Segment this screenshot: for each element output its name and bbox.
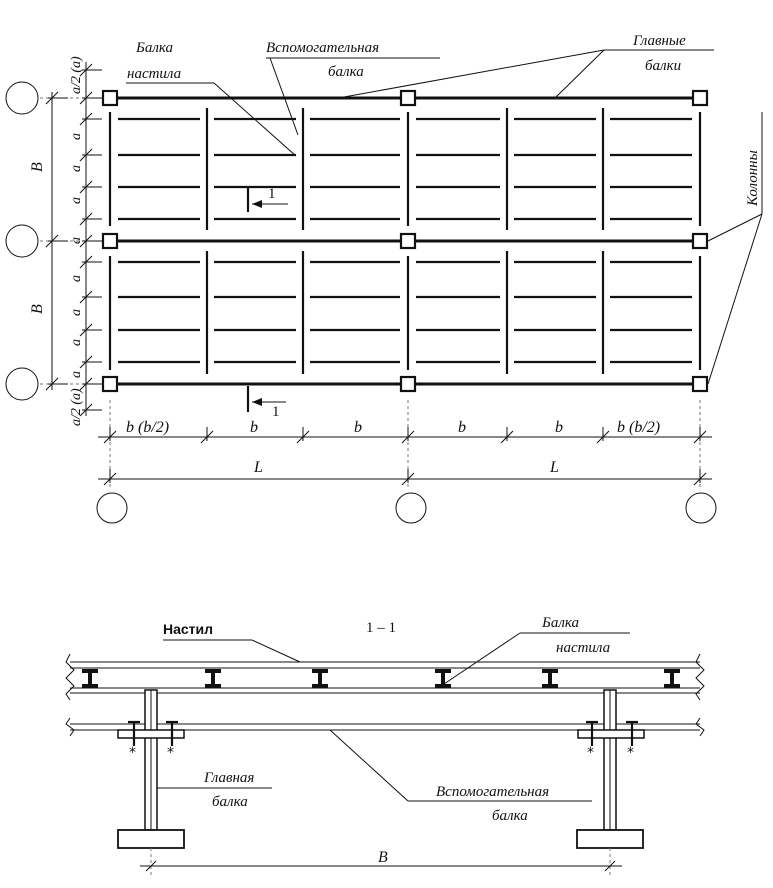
axis-bubbles-left [5, 81, 39, 401]
ibeam-web [211, 673, 215, 685]
vdim-bottom-5: a/2 (a) [69, 388, 84, 426]
bolts-left: * * [128, 720, 178, 761]
ibeam-top-flange [542, 669, 558, 673]
span-label-1: L [253, 459, 263, 476]
ibeam-bottom-flange [82, 684, 98, 688]
svg-text:*: * [167, 745, 174, 761]
callout-section-deck-beam: Балка настила [443, 615, 630, 685]
ibeam-web [88, 673, 92, 685]
svg-text:*: * [627, 745, 634, 761]
deck-beams-bottom-line [70, 687, 700, 694]
callout-aux-beam: Вспомогательная балка [266, 40, 440, 136]
aux-beam-label-2: балка [328, 64, 364, 80]
dimension-chain-B: B B [29, 91, 68, 391]
section-main-beam-label-2: балка [212, 794, 248, 810]
vdim-top-5: a [69, 237, 84, 244]
aux-beam-label-1: Вспомогательная [266, 40, 379, 56]
section-title: 1 – 1 [366, 620, 396, 636]
columns [101, 89, 709, 393]
section-aux-beam-label-1: Вспомогательная [436, 784, 549, 800]
ibeam-top-flange [435, 669, 451, 673]
ibeam-bottom-flange [205, 684, 221, 688]
callout-section-aux-beam: Вспомогательная балка [329, 729, 592, 824]
ibeam-web [670, 673, 674, 685]
dim-b-2: b [250, 419, 258, 436]
svg-text:*: * [129, 745, 136, 761]
deck-beam-label-2: настила [127, 66, 181, 82]
section-dimension-B: B [140, 848, 622, 878]
vdim-bottom-3: a [69, 339, 84, 346]
ibeam-bottom-flange [664, 684, 680, 688]
auxiliary-beams [108, 108, 702, 374]
vdim-bottom-4: a [69, 371, 84, 378]
ibeam-bottom-flange [435, 684, 451, 688]
dim-b-6: b (b/2) [617, 419, 660, 436]
section-mark-bottom: 1 [272, 404, 280, 420]
callout-section-main-beam: Главная балка [157, 770, 272, 810]
decking [70, 661, 700, 669]
dim-b-3: b [354, 419, 362, 436]
break-marks [65, 653, 705, 737]
columns-label: Колонны [745, 150, 761, 207]
main-beam-left: * * [117, 689, 185, 849]
vdim-bottom-2: a [69, 309, 84, 316]
section-dim-label: B [378, 849, 388, 866]
decking-label: Настил [163, 621, 213, 637]
main-beam-right: * * [576, 689, 645, 849]
callout-main-beams: Главные балки [343, 33, 714, 98]
bay-label-1: B [29, 162, 46, 172]
callout-deck-beam: Балка настила [126, 40, 297, 157]
deck-beam-sections [82, 669, 680, 688]
callout-columns: Колонны [707, 112, 763, 385]
dim-b-5: b [555, 419, 563, 436]
section-main-beam-label-1: Главная [203, 770, 254, 786]
ibeam-top-flange [205, 669, 221, 673]
dimension-chain-L: L L [98, 459, 712, 486]
section-cut-mark-top: 1 [246, 186, 288, 212]
ibeam-top-flange [312, 669, 328, 673]
vertical-dim-labels: a/2 (a) a a a a a a a a a/2 (a) [69, 56, 84, 426]
section-deck-beam-label-1: Балка [541, 615, 579, 631]
main-beams-label-1: Главные [632, 33, 686, 49]
ibeam-web [548, 673, 552, 685]
ibeam-bottom-flange [312, 684, 328, 688]
ibeam-top-flange [82, 669, 98, 673]
bay-label-2: B [29, 304, 46, 314]
vdim-top-3: a [69, 165, 84, 172]
section-aux-beam-label-2: балка [492, 808, 528, 824]
dimension-chain-b: b (b/2) b b b b b (b/2) [98, 419, 712, 444]
dim-b-1: b (b/2) [126, 419, 169, 436]
ibeam-web [441, 673, 445, 685]
bolts-right: * * [586, 720, 638, 761]
dimension-chain-a [79, 62, 102, 417]
span-label-2: L [549, 459, 559, 476]
section-deck-beam-label-2: настила [556, 640, 610, 656]
svg-text:*: * [587, 745, 594, 761]
vdim-bottom-1: a [69, 275, 84, 282]
deck-beam-label-1: Балка [135, 40, 173, 56]
callout-decking: Настил [163, 621, 301, 663]
section-mark-top: 1 [268, 186, 276, 202]
ibeam-top-flange [664, 669, 680, 673]
ibeam-web [318, 673, 322, 685]
vdim-top-2: a [69, 133, 84, 140]
vdim-top-1: a/2 (a) [69, 56, 84, 94]
deck-beams [118, 117, 692, 364]
main-beams-label-2: балки [645, 58, 681, 74]
plan-view: 1 1 b (b/2) b b b b b (b/2) L L [5, 33, 763, 524]
section-view: 1 – 1 [65, 615, 705, 878]
ibeam-bottom-flange [542, 684, 558, 688]
section-cut-mark-bottom: 1 [246, 386, 286, 420]
vdim-top-4: a [69, 197, 84, 204]
axis-bubbles-bottom [96, 492, 717, 524]
dim-b-4: b [458, 419, 466, 436]
